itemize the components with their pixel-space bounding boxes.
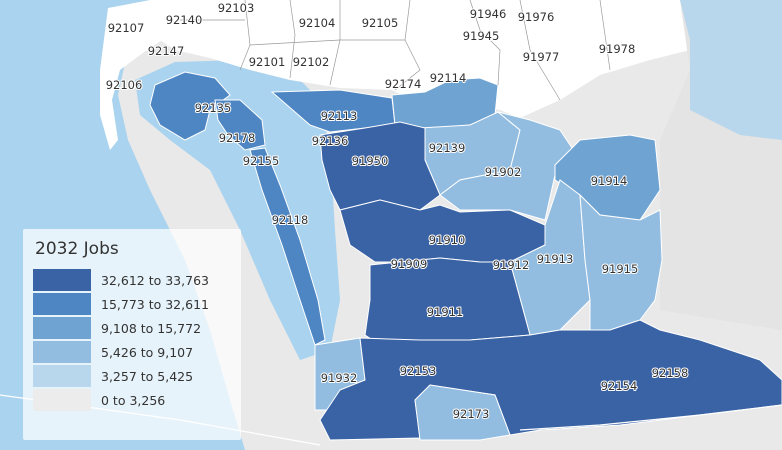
zip-label-92104: 92104: [299, 16, 336, 30]
zip-labels: 92107 92140 92103 92104 92105 91946 9197…: [105, 0, 690, 422]
point-loma-land: [100, 0, 175, 150]
zip-label-91932: 91932: [321, 371, 358, 385]
legend-swatch: [33, 317, 91, 339]
zip-label-92173: 92173: [453, 407, 490, 421]
legend-title: 2032 Jobs: [35, 239, 119, 259]
zone-92178[interactable]: [214, 99, 266, 151]
legend-item: 3,257 to 5,425: [33, 365, 231, 387]
zip-label-92103: 92103: [218, 1, 255, 15]
legend-item: 9,108 to 15,772: [33, 317, 231, 339]
zip-label-92136: 92136: [312, 134, 349, 148]
zip-label-91978: 91978: [599, 42, 636, 56]
legend-label: 5,426 to 9,107: [101, 344, 194, 360]
zip-label-92154: 92154: [601, 379, 638, 393]
zip-label-91946: 91946: [470, 7, 507, 21]
legend-label: 3,257 to 5,425: [101, 368, 194, 384]
zip-label-91977: 91977: [523, 50, 560, 64]
north-land: [150, 0, 690, 118]
zone-91950[interactable]: [319, 121, 441, 211]
zip-label-92140: 92140: [166, 13, 203, 27]
zip-label-91950: 91950: [352, 154, 389, 168]
legend-rows: 32,612 to 33,763 15,773 to 32,611 9,108 to…: [33, 269, 231, 411]
zip-label-92106: 92106: [106, 78, 143, 92]
zip-label-91945: 91945: [463, 29, 500, 43]
zip-label-92114: 92114: [430, 71, 467, 85]
zip-label-91911: 91911: [427, 305, 464, 319]
zip-label-91914: 91914: [591, 174, 628, 188]
zip-label-92118: 92118: [272, 213, 309, 227]
legend-label: 0 to 3,256: [101, 392, 166, 408]
zip-label-91976: 91976: [518, 10, 555, 24]
legend-label: 32,612 to 33,763: [101, 272, 209, 288]
legend-label: 15,773 to 32,611: [101, 296, 209, 312]
legend-swatch: [33, 341, 91, 363]
zip-label-92174: 92174: [385, 77, 422, 91]
zip-label-92101: 92101: [249, 55, 286, 69]
legend-label: 9,108 to 15,772: [101, 320, 202, 336]
legend-item: 0 to 3,256: [33, 389, 231, 411]
legend-item: 15,773 to 32,611: [33, 293, 231, 315]
zip-label-92135: 92135: [195, 101, 232, 115]
zip-label-92139: 92139: [429, 141, 466, 155]
zone-91915[interactable]: [579, 193, 663, 331]
legend-swatch: [33, 293, 91, 315]
zone-92173[interactable]: [414, 384, 511, 441]
zip-label-91902: 91902: [485, 165, 522, 179]
zip-label-92158: 92158: [652, 366, 689, 380]
legend-item: 5,426 to 9,107: [33, 341, 231, 363]
zip-label-92107: 92107: [108, 21, 145, 35]
zip-label-91913: 91913: [537, 252, 574, 266]
legend-swatch: [33, 365, 91, 387]
zip-label-91915: 91915: [602, 262, 639, 276]
zone-92135[interactable]: [149, 71, 231, 141]
legend-swatch: [33, 389, 91, 411]
north-zone-boundaries: [180, 0, 611, 101]
legend-swatch: [33, 269, 91, 291]
zip-label-92155: 92155: [243, 154, 280, 168]
zip-label-92178: 92178: [219, 131, 256, 145]
zip-label-92147: 92147: [148, 44, 185, 58]
zone-92118[interactable]: [249, 147, 326, 346]
zip-label-92105: 92105: [362, 16, 399, 30]
zip-label-92113: 92113: [321, 109, 358, 123]
zip-label-92153: 92153: [400, 364, 437, 378]
zip-label-91909: 91909: [391, 257, 428, 271]
zip-label-92102: 92102: [293, 55, 330, 69]
legend-item: 32,612 to 33,763: [33, 269, 231, 291]
zip-label-91910: 91910: [429, 233, 466, 247]
zone-east-light: [680, 0, 782, 140]
zip-label-91912: 91912: [493, 258, 530, 272]
map-legend: 2032 Jobs 32,612 to 33,763 15,773 to 32,6…: [23, 229, 241, 440]
